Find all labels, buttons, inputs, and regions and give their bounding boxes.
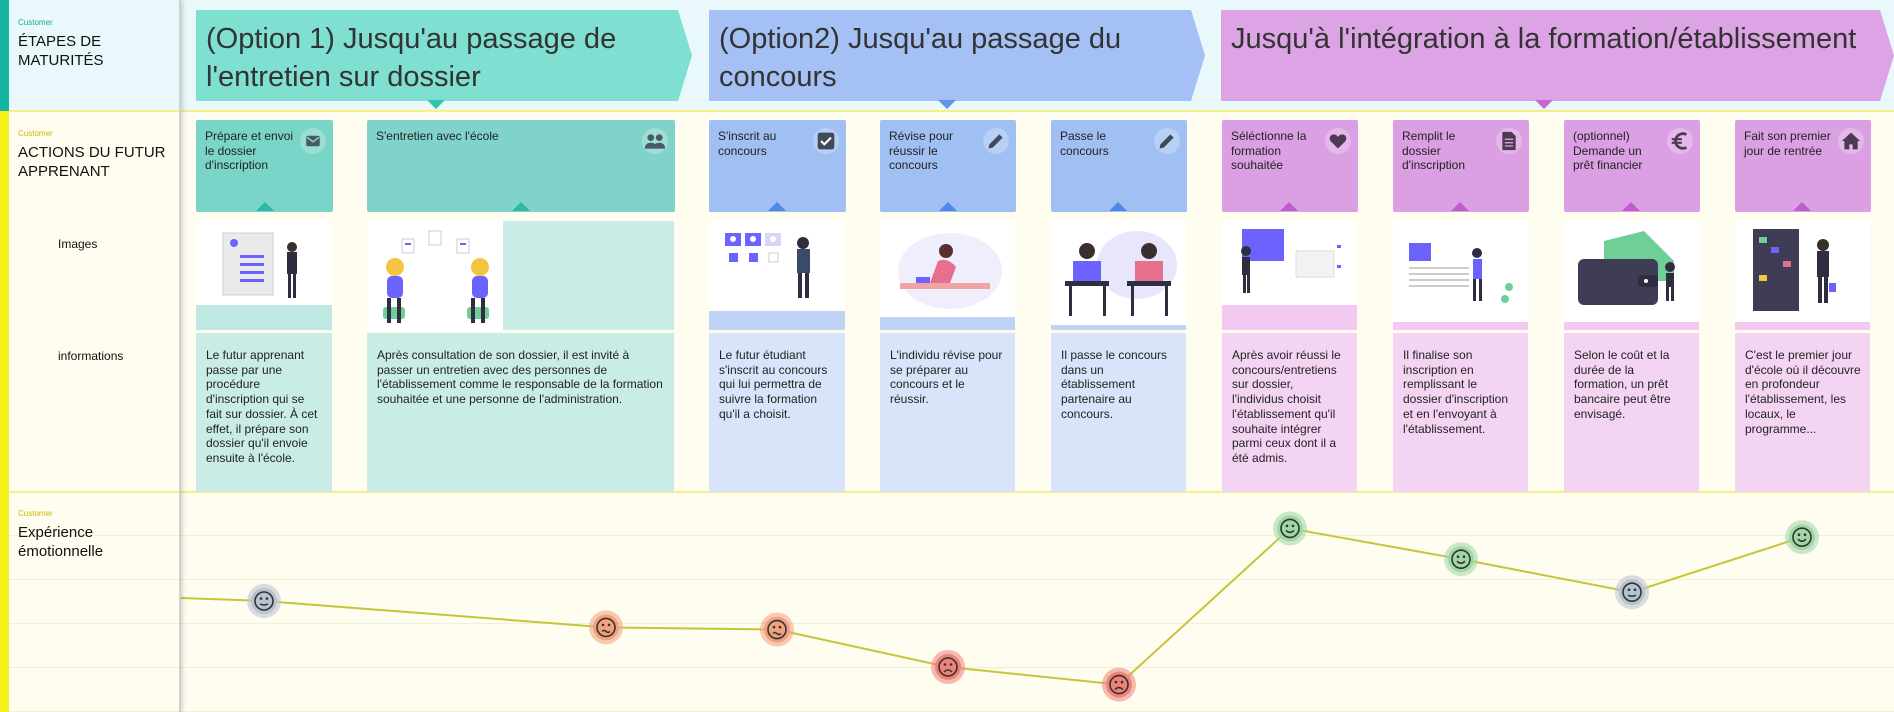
- card-pointer: [1793, 202, 1811, 211]
- stage-label: (Option 1) Jusqu'au passage de l'entreti…: [206, 23, 616, 93]
- lane-title: ACTIONS DU FUTUR APPRENANT: [18, 144, 166, 180]
- card-pointer: [256, 202, 274, 211]
- emotion-point-happy-icon[interactable]: [1444, 542, 1478, 576]
- stages-lane-bar: [0, 0, 9, 111]
- emotion-lane-label: Customer Expérience émotionnelle: [18, 509, 178, 561]
- action-label: Séléctionne la formation souhaitée: [1231, 129, 1323, 173]
- action-label: S'inscrit au concours: [718, 129, 810, 158]
- actions-lane-label: Customer ACTIONS DU FUTUR APPRENANT: [18, 129, 178, 181]
- info-card: Selon le coût et la durée de la formatio…: [1564, 333, 1699, 492]
- people-icon: [642, 128, 668, 154]
- lane-tag: Customer: [18, 509, 178, 518]
- action-card-premier-jour[interactable]: Fait son premier jour de rentrée: [1735, 120, 1871, 212]
- action-label: Passe le concours: [1060, 129, 1152, 158]
- card-pointer: [512, 202, 530, 211]
- card-pointer: [939, 202, 957, 211]
- stage-option2[interactable]: (Option2) Jusqu'au passage du concours: [709, 10, 1205, 101]
- action-label: Prépare et envoi le dossier d'inscriptio…: [205, 129, 297, 173]
- actions-lane-bar: [0, 111, 9, 712]
- illustration-pret-image: [1564, 221, 1699, 330]
- action-card-entretien[interactable]: S'entretien avec l'école: [367, 120, 675, 212]
- action-card-pret-financier[interactable]: (optionnel) Demande un prêt financier: [1564, 120, 1700, 212]
- card-pointer: [1280, 202, 1298, 211]
- info-card: Il finalise son inscription en remplissa…: [1393, 333, 1528, 492]
- stage-pointer: [1535, 100, 1553, 109]
- card-pointer: [1109, 202, 1127, 211]
- emotion-point-angry-icon[interactable]: [931, 650, 965, 684]
- home-icon: [1838, 128, 1864, 154]
- lane-tag: Customer: [18, 129, 178, 138]
- info-card: Après consultation de son dossier, il es…: [367, 333, 674, 492]
- illustration-remplir-dossier-image: [1393, 221, 1528, 330]
- lane-tag: Customer: [18, 18, 178, 27]
- info-card: Le futur apprenant passe par une procédu…: [196, 333, 332, 492]
- action-card-remplit-dossier[interactable]: Remplit le dossier d'inscription: [1393, 120, 1529, 212]
- pencil-icon: [983, 128, 1009, 154]
- illustration-examen-image: [1051, 221, 1186, 330]
- emotion-point-neutral-icon[interactable]: [247, 584, 281, 618]
- emotion-point-happy-icon[interactable]: [1785, 520, 1819, 554]
- emotion-line: [181, 528, 1802, 684]
- heart-icon: [1325, 128, 1351, 154]
- info-card: C'est le premier jour d'école où il déco…: [1735, 333, 1870, 492]
- action-label: Révise pour réussir le concours: [889, 129, 981, 173]
- emotion-point-angry-icon[interactable]: [1102, 668, 1136, 702]
- lane-title: Expérience émotionnelle: [18, 524, 103, 560]
- stage-label: Jusqu'à l'intégration à la formation/éta…: [1231, 23, 1856, 55]
- illustration-rentree-image: [1735, 221, 1870, 330]
- action-label: S'entretien avec l'école: [376, 129, 626, 144]
- illustration-inscription-image: [709, 221, 845, 330]
- emotion-point-neutral-icon[interactable]: [1615, 575, 1649, 609]
- images-row-label: Images: [58, 237, 97, 251]
- action-label: Fait son premier jour de rentrée: [1744, 129, 1836, 158]
- info-card: L'individu révise pour se préparer au co…: [880, 333, 1015, 492]
- stage-pointer: [427, 100, 445, 109]
- emotion-point-sad-icon[interactable]: [589, 610, 623, 644]
- emotion-point-sad-icon[interactable]: [760, 613, 794, 647]
- stage-integration[interactable]: Jusqu'à l'intégration à la formation/éta…: [1221, 10, 1894, 101]
- euro-icon: [1667, 128, 1693, 154]
- lane-sidebar: Customer ÉTAPES DE MATURITÉS Customer AC…: [0, 0, 181, 712]
- illustration-selection-image: [1222, 221, 1357, 330]
- card-pointer: [1622, 202, 1640, 211]
- illustration-revision-image: [880, 221, 1015, 330]
- action-card-prepare-dossier[interactable]: Prépare et envoi le dossier d'inscriptio…: [196, 120, 333, 212]
- stage-pointer: [938, 100, 956, 109]
- stages-lane-label: Customer ÉTAPES DE MATURITÉS: [18, 18, 178, 70]
- info-card: Après avoir réussi le concours/entretien…: [1222, 333, 1357, 492]
- illustration-dossier-image: [196, 221, 332, 330]
- checkbox-icon: [813, 128, 839, 154]
- illustration-entretien-image: [367, 221, 674, 330]
- document-icon: [1496, 128, 1522, 154]
- action-label: (optionnel) Demande un prêt financier: [1573, 129, 1665, 173]
- card-pointer: [1451, 202, 1469, 211]
- info-card: Le futur étudiant s'inscrit au concours …: [709, 333, 845, 492]
- lane-title: ÉTAPES DE MATURITÉS: [18, 33, 104, 69]
- emotion-point-happy-icon[interactable]: [1273, 511, 1307, 545]
- pencil-icon: [1154, 128, 1180, 154]
- informations-row-label: informations: [58, 349, 123, 363]
- action-card-selection-formation[interactable]: Séléctionne la formation souhaitée: [1222, 120, 1358, 212]
- stage-label: (Option2) Jusqu'au passage du concours: [719, 23, 1121, 93]
- action-card-revision[interactable]: Révise pour réussir le concours: [880, 120, 1016, 212]
- action-card-passe-concours[interactable]: Passe le concours: [1051, 120, 1187, 212]
- envelope-icon: [300, 128, 326, 154]
- action-card-inscription-concours[interactable]: S'inscrit au concours: [709, 120, 846, 212]
- action-label: Remplit le dossier d'inscription: [1402, 129, 1494, 173]
- info-card: Il passe le concours dans un établisseme…: [1051, 333, 1186, 492]
- card-pointer: [768, 202, 786, 211]
- stage-option1[interactable]: (Option 1) Jusqu'au passage de l'entreti…: [196, 10, 692, 101]
